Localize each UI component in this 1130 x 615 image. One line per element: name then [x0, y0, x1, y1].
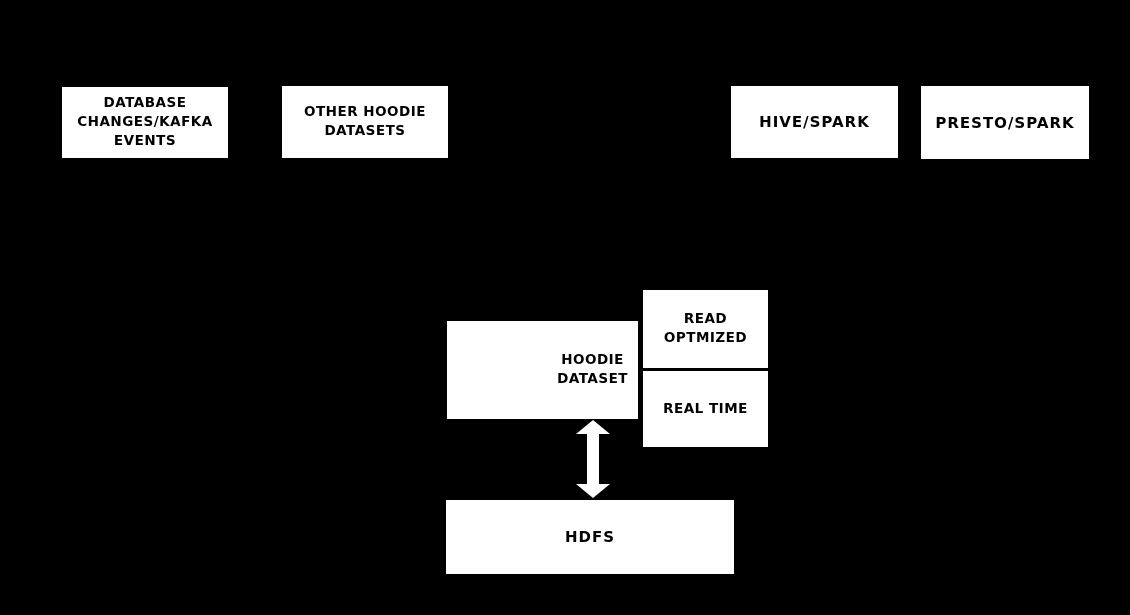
- node-label: DATABASE CHANGES/KAFKA EVENTS: [77, 95, 213, 149]
- node-database-changes-kafka-events: DATABASE CHANGES/KAFKA EVENTS: [62, 87, 228, 158]
- node-hive-spark: HIVE/SPARK: [731, 86, 898, 158]
- node-other-hoodie-datasets: OTHER HOODIE DATASETS: [282, 86, 448, 158]
- node-label: HDFS: [564, 528, 616, 546]
- node-label: HOODIE DATASET: [557, 352, 628, 387]
- node-label: OTHER HOODIE DATASETS: [303, 104, 426, 139]
- node-real-time-view: REAL TIME: [643, 371, 768, 447]
- node-hdfs: HDFS: [446, 500, 734, 574]
- node-read-optimized-view: READ OPTMIZED: [643, 290, 768, 368]
- node-label: REAL TIME: [663, 400, 748, 417]
- node-presto-spark: PRESTO/SPARK: [921, 86, 1089, 159]
- node-label: HIVE/SPARK: [759, 113, 870, 131]
- node-hoodie-dataset: HOODIE DATASET: [447, 321, 638, 419]
- node-label: READ OPTMIZED: [663, 311, 748, 346]
- bidirectional-arrow-icon: [576, 420, 610, 498]
- node-label: PRESTO/SPARK: [935, 113, 1075, 132]
